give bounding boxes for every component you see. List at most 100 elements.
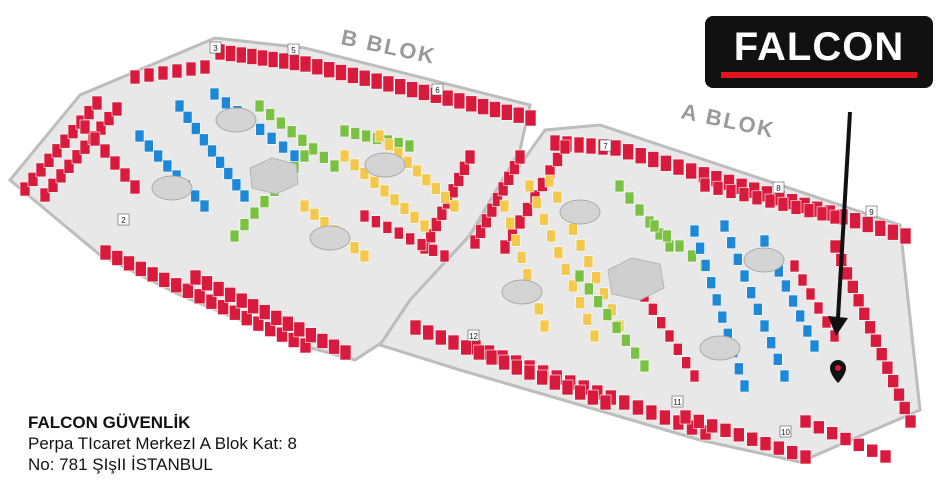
shop-unit <box>358 69 371 87</box>
shop-unit <box>499 199 510 213</box>
shop-unit <box>158 272 171 288</box>
shop-unit <box>47 178 59 193</box>
shop-unit <box>95 120 107 136</box>
shop-unit <box>685 162 698 180</box>
shop-unit <box>323 61 336 79</box>
shop-unit <box>881 360 894 375</box>
address-line-1: Perpa TIcaret MerkezI A Blok Kat: 8 <box>28 434 297 453</box>
shop-unit <box>560 262 571 276</box>
shop-unit <box>239 189 250 203</box>
shop-unit <box>453 172 465 187</box>
a-blok-label: A BLOK <box>679 98 778 142</box>
shop-unit <box>732 253 743 266</box>
shop-unit <box>270 310 283 326</box>
shop-unit <box>699 177 711 193</box>
shop-unit <box>522 268 533 281</box>
shop-unit <box>430 182 441 195</box>
shop-unit <box>689 224 700 238</box>
shop-unit <box>278 140 288 154</box>
shop-unit <box>235 292 248 309</box>
shop-unit <box>874 220 887 237</box>
shop-unit <box>717 310 728 324</box>
shop-unit <box>309 208 320 221</box>
shop-unit <box>111 250 124 266</box>
shop-unit <box>539 213 549 226</box>
shop-unit <box>719 219 730 233</box>
shop-unit <box>599 394 612 411</box>
stair-marker: 9 <box>865 205 878 218</box>
shop-unit <box>144 139 154 153</box>
shop-unit <box>135 261 147 277</box>
shop-unit <box>425 228 436 244</box>
shop-unit <box>99 143 111 159</box>
address-block: FALCON GÜVENLİK Perpa TIcaret MerkezI A … <box>28 412 297 475</box>
shop-unit <box>335 64 347 81</box>
shop-unit <box>514 149 526 165</box>
shop-unit <box>586 389 599 406</box>
shop-unit <box>739 379 750 393</box>
shop-unit <box>258 304 271 320</box>
shop-unit <box>239 218 250 231</box>
shop-unit <box>674 239 685 253</box>
shop-unit <box>359 167 370 180</box>
falcon-logo: FALCON <box>705 16 933 88</box>
shop-unit <box>308 142 318 156</box>
shop-unit <box>212 281 225 297</box>
shop-unit <box>751 190 763 206</box>
shop-unit <box>664 329 675 343</box>
shop-unit <box>759 319 770 333</box>
stair-marker: 5 <box>287 43 300 56</box>
shop-unit <box>359 249 370 263</box>
shop-unit <box>861 216 874 233</box>
shop-unit <box>170 277 182 294</box>
shop-unit <box>672 158 685 176</box>
shop-unit <box>162 159 173 173</box>
shop-unit <box>35 162 47 178</box>
shop-unit <box>553 246 564 259</box>
shop-unit <box>503 171 515 186</box>
shop-unit <box>660 155 672 172</box>
stair-marker-label: 7 <box>603 142 608 151</box>
shop-unit <box>681 356 692 370</box>
shop-unit <box>805 287 816 301</box>
shop-unit <box>299 199 310 213</box>
shop-unit <box>826 426 839 441</box>
shop-unit <box>153 149 163 163</box>
shop-unit <box>193 288 206 305</box>
shop-unit <box>79 119 91 135</box>
shop-unit <box>421 173 432 187</box>
shop-unit <box>593 295 603 309</box>
shop-unit <box>339 149 350 163</box>
shop-unit <box>207 144 217 158</box>
shop-unit <box>374 129 385 143</box>
shop-unit <box>752 302 763 316</box>
shop-unit <box>816 206 828 222</box>
shop-unit <box>404 139 415 153</box>
shop-unit <box>278 52 290 70</box>
shop-unit <box>498 354 511 371</box>
shop-unit <box>829 239 842 254</box>
stair-marker-label: 8 <box>776 184 781 193</box>
shop-unit <box>119 167 131 183</box>
shop-unit <box>622 143 634 161</box>
shop-unit <box>546 229 557 243</box>
shop-unit <box>371 215 381 228</box>
shop-unit <box>893 387 905 402</box>
shop-unit <box>393 226 404 240</box>
stair-marker: 8 <box>772 181 785 194</box>
shop-unit <box>436 206 448 221</box>
shop-unit <box>339 344 352 361</box>
shop-unit <box>201 275 213 292</box>
shop-unit <box>316 333 329 349</box>
shop-unit <box>419 219 430 233</box>
shop-unit <box>711 293 722 307</box>
shop-unit <box>746 286 757 300</box>
shop-unit <box>439 249 450 263</box>
shop-unit <box>829 209 841 225</box>
shop-unit <box>734 362 744 376</box>
shop-unit <box>523 364 536 381</box>
shop-unit <box>370 72 383 90</box>
shop-unit <box>799 414 812 429</box>
shop-unit <box>379 184 390 198</box>
shop-unit <box>618 394 631 411</box>
